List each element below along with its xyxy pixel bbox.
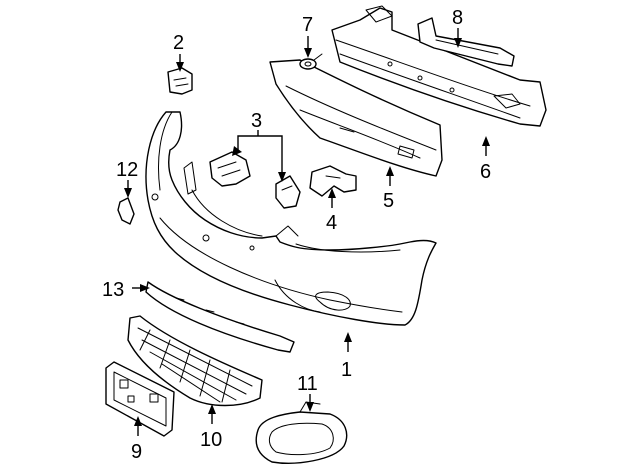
energy-absorber [269,59,443,177]
upper-bracket [167,67,193,95]
callout-2: 2 [173,32,184,54]
guide-bracket [309,165,357,197]
lower-bracket [145,281,295,353]
retainer-clip [117,197,135,225]
clip [299,53,323,70]
bumper-cover [145,111,437,326]
callout-8: 8 [452,7,463,29]
callout-10: 10 [200,429,222,451]
callout-12: 12 [116,159,138,181]
callout-11: 11 [297,373,318,395]
callout-5: 5 [383,190,394,212]
callout-13: 13 [102,279,124,301]
side-brackets [209,151,301,209]
callout-labels: 1 2 3 4 5 6 7 8 9 10 11 12 13 [102,7,491,463]
fog-lamp-bezel [255,401,348,464]
reinforcement-beam [331,5,547,127]
callout-7: 7 [302,14,313,36]
callout-1: 1 [341,359,352,381]
grille [127,315,263,407]
callout-3: 3 [251,110,262,132]
callout-9: 9 [131,441,142,463]
bracket-bar [417,17,515,67]
callout-6: 6 [480,161,491,183]
callout-4: 4 [326,212,337,234]
license-bracket [105,361,175,437]
leader-lines [124,28,490,436]
